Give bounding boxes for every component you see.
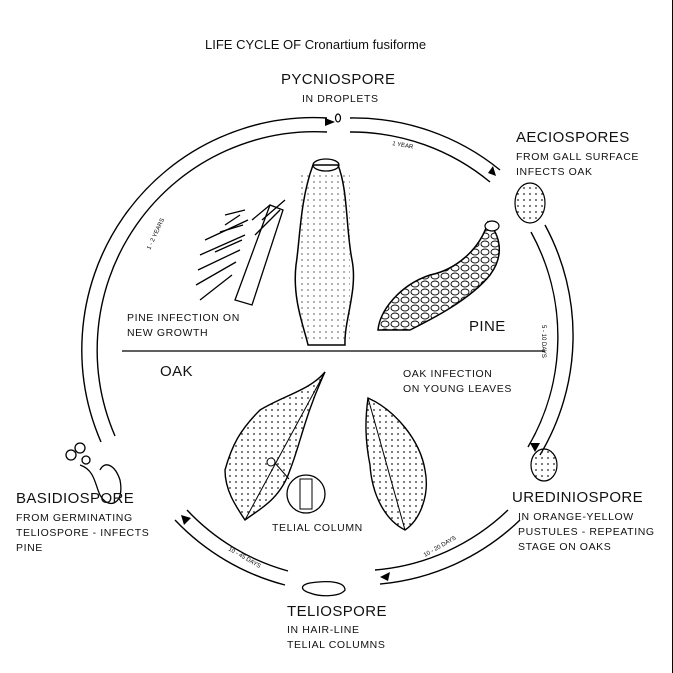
oak-leaf-right-icon	[366, 398, 426, 530]
oak-host-label: OAK	[160, 363, 193, 380]
pycniospore-desc: IN DROPLETS	[302, 93, 379, 105]
arc-bottomright-outer	[380, 520, 520, 584]
basidiospore-desc-3: PINE	[16, 542, 43, 554]
oak-infection-1: OAK INFECTION	[403, 368, 492, 380]
telial-column-label: TELIAL COLUMN	[272, 522, 363, 534]
pine-infection-2: NEW GROWTH	[127, 327, 208, 339]
telial-column-circle-icon	[287, 475, 325, 513]
pine-host-label: PINE	[469, 318, 506, 335]
duration-bottom-left: 10 - 45 DAYS	[227, 547, 261, 570]
aeciospore-icon	[515, 183, 545, 223]
duration-bottom-right: 10 - 20 DAYS	[423, 535, 457, 558]
pycniospore-label: PYCNIOSPORE	[281, 71, 395, 88]
oak-infection-2: ON YOUNG LEAVES	[403, 383, 512, 395]
arrow-bottomleft	[181, 515, 191, 525]
duration-right: 5 - 10 DAYS	[540, 325, 546, 358]
urediniospore-desc-2: PUSTULES - REPEATING	[518, 526, 655, 538]
cycle-arrows	[181, 118, 540, 581]
arc-topright-inner	[350, 132, 490, 182]
arc-bottomleft-inner	[187, 510, 288, 571]
urediniospore-icon	[531, 449, 557, 481]
teliospore-desc-1: IN HAIR-LINE	[287, 624, 360, 636]
arrow-bottomright	[380, 572, 390, 581]
arc-left-inner	[97, 132, 327, 436]
pycniospore-droplet-icon	[336, 114, 341, 122]
pine-gall-icon	[295, 159, 353, 345]
urediniospore-desc-1: IN ORANGE-YELLOW	[518, 511, 634, 523]
duration-top-right: 1 YEAR	[392, 141, 415, 151]
aeciospores-desc-1: FROM GALL SURFACE	[516, 151, 639, 163]
aecia-gall-icon	[378, 221, 499, 330]
pine-branch-icon	[196, 200, 285, 305]
aeciospores-label: AECIOSPORES	[516, 129, 630, 146]
aeciospores-desc-2: INFECTS OAK	[516, 166, 593, 178]
basidiospore-label: BASIDIOSPORE	[16, 490, 134, 507]
arc-topright-outer	[350, 118, 500, 170]
teliospore-desc-2: TELIAL COLUMNS	[287, 639, 385, 651]
teliospore-hair-icon	[303, 582, 346, 596]
pine-infection-1: PINE INFECTION ON	[127, 312, 240, 324]
duration-left: 1 - 2 YEARS	[146, 218, 166, 251]
basidiospore-desc-1: FROM GERMINATING	[16, 512, 133, 524]
arrow-topright	[488, 166, 496, 176]
teliospore-label: TELIOSPORE	[287, 603, 387, 620]
basidiospore-desc-2: TELIOSPORE - INFECTS	[16, 527, 149, 539]
diagram-title: LIFE CYCLE OF Cronartium fusiforme	[205, 38, 426, 53]
arrow-left	[325, 118, 335, 126]
urediniospore-desc-3: STAGE ON OAKS	[518, 541, 611, 553]
urediniospore-label: UREDINIOSPORE	[512, 489, 643, 506]
